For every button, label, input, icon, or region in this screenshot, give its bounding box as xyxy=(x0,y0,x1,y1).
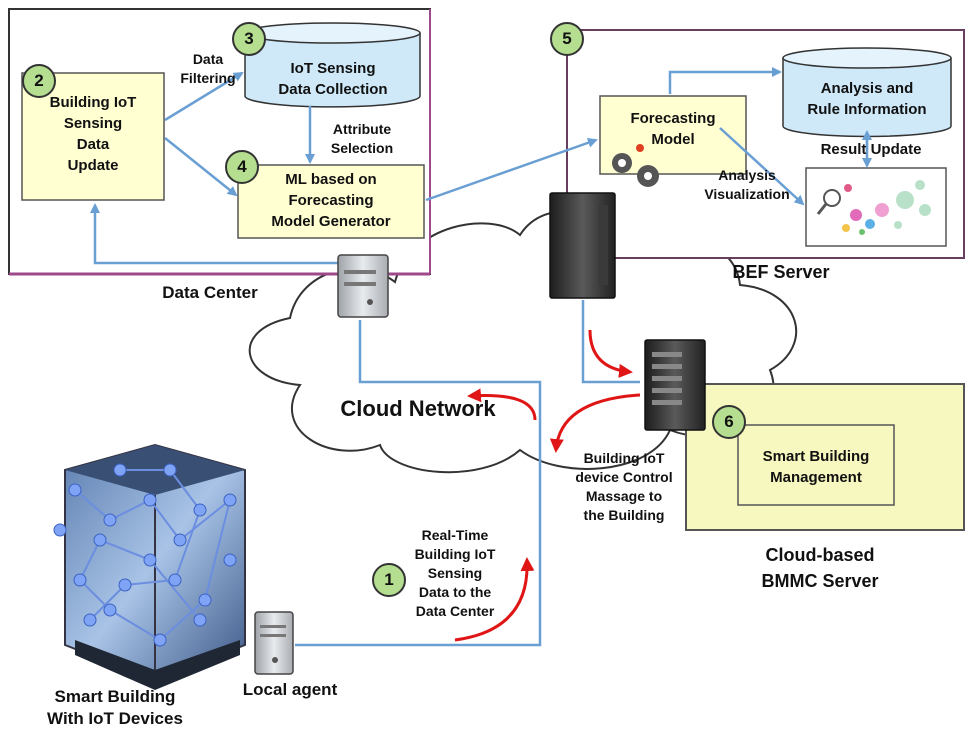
analysis-rule-text: Analysis and Rule Information xyxy=(807,80,927,118)
local-agent-server xyxy=(254,611,294,675)
smart-building-mgmt-box xyxy=(737,424,895,506)
realtime-label: Real-Time Building IoT Sensing Data to t… xyxy=(414,527,496,619)
forecasting-model-text: Forecasting Model xyxy=(630,110,716,148)
cloud-network-label: Cloud Network xyxy=(340,396,496,421)
building-update-text: Building IoT Sensing Data Update xyxy=(49,94,137,174)
smart-building-label: Smart Building With IoT Devices xyxy=(47,687,183,728)
smart-building-image xyxy=(53,443,246,690)
analysis-cylinder xyxy=(782,47,952,138)
smart-building-mgmt-text: Smart Building Management xyxy=(762,448,870,486)
sensing-cylinder xyxy=(244,22,421,108)
step-6-circle: 6 xyxy=(712,405,746,439)
step-4-circle: 4 xyxy=(225,150,259,184)
bmmc-title: Cloud-based BMMC Server xyxy=(761,545,879,591)
data-filtering-label: Data Filtering xyxy=(180,51,236,86)
sensing-collection-text: IoT Sensing Data Collection xyxy=(278,60,388,98)
bef-server-title: BEF Server xyxy=(732,262,830,282)
analysis-visualization-label: Analysis Visualization xyxy=(704,167,790,202)
bmmc-server xyxy=(644,339,706,431)
control-message-label: Building IoT device Control Massage to t… xyxy=(575,450,673,523)
local-agent-label: Local agent xyxy=(242,680,338,699)
result-update-label: Result Update xyxy=(820,141,922,158)
data-center-title: Data Center xyxy=(162,283,258,302)
step-2-circle: 2 xyxy=(22,64,56,98)
visualization-image xyxy=(816,180,931,235)
step-5-circle: 5 xyxy=(550,22,584,56)
bef-server xyxy=(549,192,616,299)
data-center-server xyxy=(337,254,389,318)
step-1-circle: 1 xyxy=(372,563,406,597)
ml-generator-box xyxy=(237,164,425,239)
ml-generator-text: ML based on Forecasting Model Generator xyxy=(271,171,391,230)
attribute-selection-label: Attribute Selection xyxy=(330,121,394,156)
step-3-circle: 3 xyxy=(232,22,266,56)
gears-icon xyxy=(612,144,659,187)
